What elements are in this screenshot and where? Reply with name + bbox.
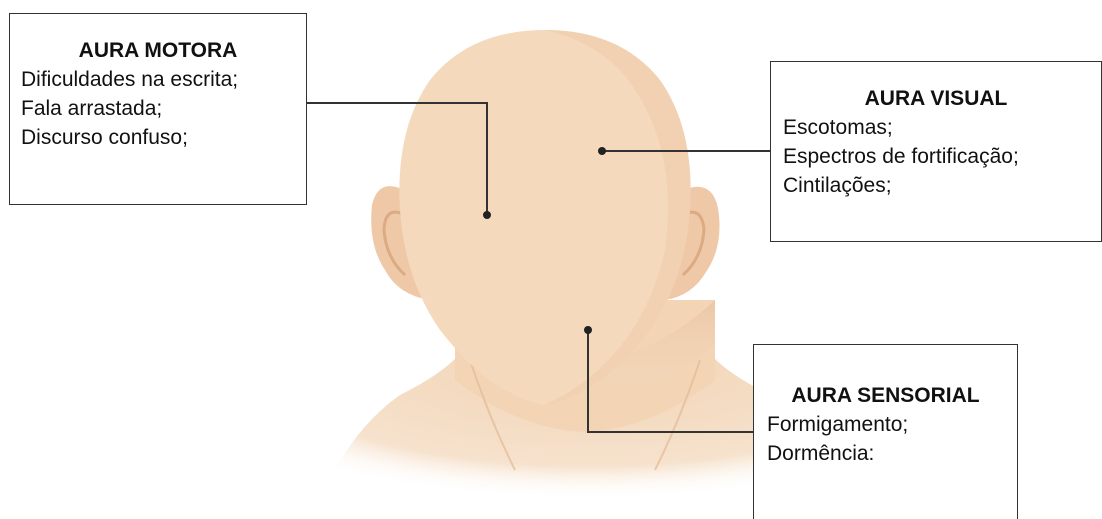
aura-sensorial-title: AURA SENSORIAL [767, 381, 1017, 410]
aura-visual-item: Espectros de fortificação; [783, 142, 1101, 171]
aura-motora-box: AURA MOTORA Dificuldades na escrita; Fal… [9, 13, 307, 205]
aura-motora-item: Discurso confuso; [21, 123, 306, 152]
aura-visual-title: AURA VISUAL [783, 84, 1101, 113]
leader-dot-sensorial [584, 326, 592, 334]
aura-motora-title: AURA MOTORA [21, 36, 306, 65]
aura-sensorial-item: Formigamento; [767, 410, 1017, 439]
aura-visual-item: Escotomas; [783, 113, 1101, 142]
aura-sensorial-box: AURA SENSORIAL Formigamento; Dormência: [753, 344, 1018, 519]
aura-visual-item: Cintilações; [783, 171, 1101, 200]
leader-dot-visual [598, 147, 606, 155]
leader-dot-motora [483, 211, 491, 219]
aura-motora-item: Fala arrastada; [21, 94, 306, 123]
aura-sensorial-item: Dormência: [767, 439, 1017, 468]
aura-visual-box: AURA VISUAL Escotomas; Espectros de fort… [770, 61, 1102, 242]
aura-motora-item: Dificuldades na escrita; [21, 65, 306, 94]
